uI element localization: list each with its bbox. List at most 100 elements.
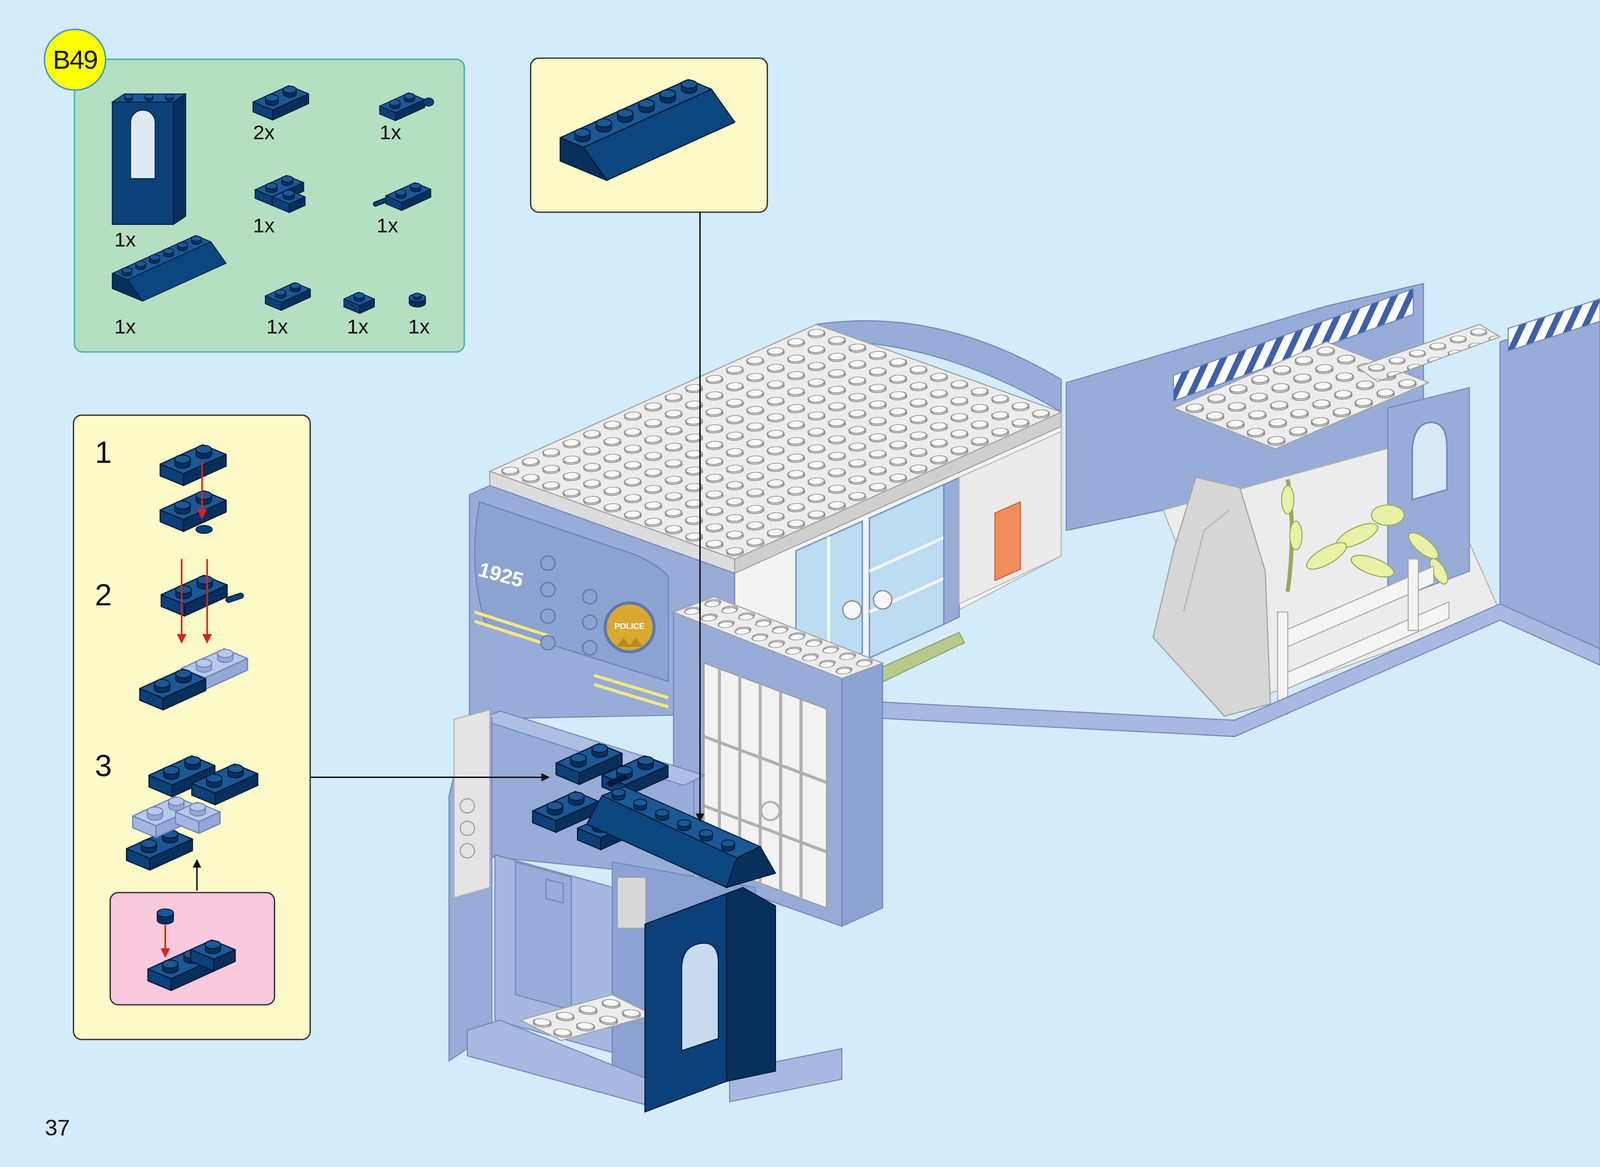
model-main-block: [540, 609, 555, 624]
leader-lines: [310, 776, 550, 778]
model-right-wing: [877, 603, 1600, 737]
model-main-block: [994, 501, 1021, 581]
part-count: 1x: [114, 316, 136, 337]
police-badge: [605, 602, 655, 652]
model-front-block: [453, 709, 490, 898]
new-parts-in-model: [633, 799, 648, 811]
window-panel-icon: [173, 94, 186, 225]
new-parts-in-model: [699, 829, 713, 841]
new-parts-in-model: [586, 795, 737, 888]
part-icons: [112, 85, 434, 314]
part-count: 1x: [114, 229, 136, 250]
parts-panel-frame: [74, 59, 465, 352]
model-main-block: [873, 590, 892, 610]
leader-lines: [699, 212, 701, 822]
substep-illustrations: [160, 490, 227, 532]
model-right-wing: [1412, 422, 1448, 500]
model-cell-block: [779, 691, 783, 891]
window-panel-icon: [124, 94, 133, 102]
substep-illustrations: [191, 763, 258, 805]
window-panel-icon: [112, 102, 174, 225]
part-icons: [385, 182, 431, 211]
part-count: 1x: [253, 215, 275, 236]
model-right-wing: [1289, 521, 1302, 550]
model-main-block: [540, 555, 555, 571]
part-count: 2x: [253, 122, 275, 143]
part-count: 1x: [408, 316, 430, 337]
model-right-wing: [1408, 558, 1419, 631]
model-main-block: [540, 582, 555, 597]
model-front-block: [467, 1020, 654, 1107]
substep-illustrations: [180, 558, 183, 643]
substep-illustrations: [160, 444, 227, 486]
part-icons: [253, 85, 309, 120]
new-parts-in-model: [601, 755, 668, 797]
part-count: 1x: [379, 122, 402, 143]
model-main-block: [540, 555, 597, 655]
substep-panel-frame: [110, 892, 275, 1006]
model-right-wing: [1348, 550, 1397, 582]
substep-number: 1: [95, 436, 112, 468]
model-main-block: [474, 501, 669, 682]
model-main-block: [474, 621, 552, 646]
substep-panel-frame: [73, 415, 310, 1040]
window-panel-icon: [144, 94, 153, 102]
substep-illustrations: [175, 802, 221, 834]
model-front-block: [460, 821, 475, 836]
parts-panel: 2x1x1x1x1x1x1x1x1x: [74, 59, 465, 353]
step-number: B49: [52, 46, 97, 73]
model-front-block: [546, 879, 564, 903]
badge-text: POLICE: [614, 622, 645, 631]
substep-illustrations: [164, 925, 167, 957]
model-right-wing: [1371, 505, 1404, 526]
substep-illustrations: [157, 908, 174, 917]
substep-illustrations: [201, 460, 203, 518]
new-parts-in-model: [644, 893, 727, 1112]
new-parts-in-model: [726, 887, 776, 1082]
substep-illustrations: [161, 575, 228, 617]
model-right-wing: [1183, 509, 1230, 612]
model-main-block: [582, 589, 597, 604]
callout-frame: [530, 58, 768, 213]
model-front-block: [617, 877, 647, 928]
window-panel-icon: [130, 110, 156, 179]
substep-number: 2: [95, 579, 112, 610]
model-main-block: [869, 578, 944, 613]
model-right-wing: [1404, 528, 1442, 563]
round-plate-icon: [409, 293, 426, 308]
substep-panel: 1 2 3: [73, 415, 310, 1040]
substep-illustrations: [206, 558, 208, 643]
substep-illustrations: [139, 669, 206, 711]
model-cell-block: [841, 663, 883, 927]
leader-lines: [310, 212, 701, 822]
model-main-block: [582, 640, 597, 655]
substep-illustrations: [196, 525, 213, 534]
new-parts-in-model: [681, 942, 719, 1051]
substep-illustrations: [157, 908, 174, 925]
police-badge: [605, 602, 655, 652]
substep-illustrations: [196, 859, 198, 891]
new-parts-in-model: [609, 777, 625, 784]
part-icons: [423, 97, 434, 106]
step-badge: B49: [43, 28, 106, 91]
model-cell-block: [799, 699, 803, 899]
parts-panel-frame: [74, 59, 465, 352]
model-main-block: [869, 537, 944, 572]
substep-number: 3: [95, 750, 112, 781]
model-right-wing: [1281, 485, 1294, 515]
model-cell-block: [704, 736, 827, 783]
part-icons: [272, 189, 306, 213]
part-count: 1x: [376, 215, 399, 236]
slope-brick: [560, 79, 735, 181]
model-main-block: [594, 684, 669, 707]
part-icons: [265, 282, 311, 311]
substep-illustrations: [126, 444, 258, 991]
model-main-block: [943, 477, 960, 625]
new-parts-in-model: [532, 743, 776, 1112]
callout-frame: [530, 58, 768, 213]
new-parts-in-model: [655, 809, 669, 821]
substep-illustrations: [190, 939, 236, 971]
new-parts-in-model: [611, 788, 626, 800]
model-main-block: [540, 635, 555, 650]
